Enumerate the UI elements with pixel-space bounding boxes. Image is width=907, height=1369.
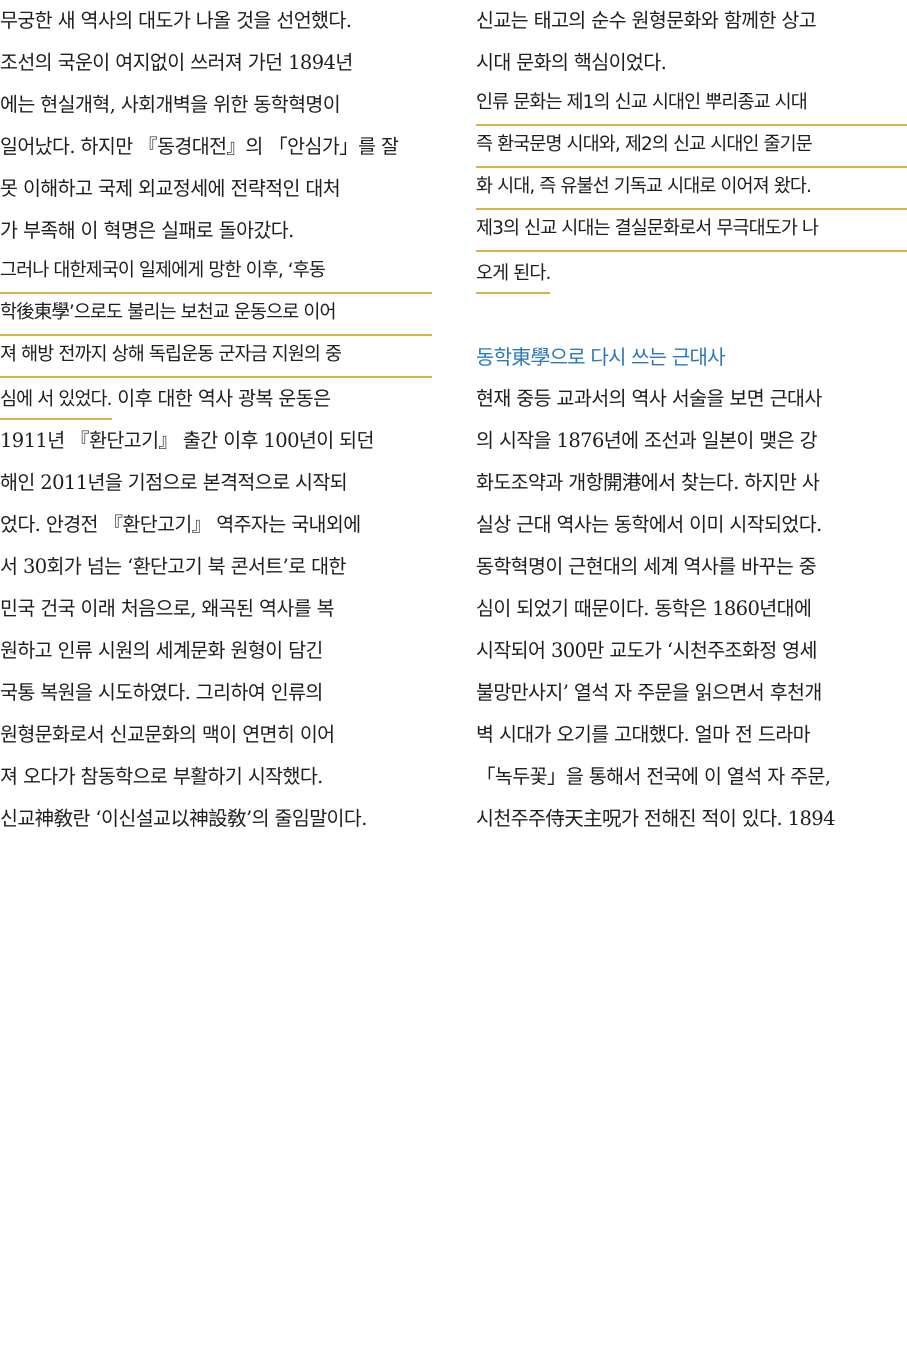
body-text-line: 화도조약과 개항開港에서 찾는다. 하지만 사 <box>476 471 820 494</box>
section-spacer <box>476 294 907 336</box>
body-text-line: 가 부족해 이 혁명은 실패로 돌아갔다. <box>0 219 294 242</box>
body-text-line: 었다. 안경전 『환단고기』 역주자는 국내외에 <box>0 513 361 536</box>
highlighted-text-line: 제3의 신교 시대는 결실문화로서 무극대도가 나 <box>476 210 907 252</box>
highlighted-text-line: 져 해방 전까지 상해 독립운동 군자금 지원의 중 <box>0 336 432 378</box>
highlighted-text-line: 즉 환국문명 시대와, 제2의 신교 시대인 줄기문 <box>476 126 907 168</box>
body-text-line: 무궁한 새 역사의 대도가 나올 것을 선언했다. <box>0 9 352 32</box>
body-text-line: 원형문화로서 신교문화의 맥이 연면히 이어 <box>0 723 335 746</box>
body-text-line: 져 오다가 참동학으로 부활하기 시작했다. <box>0 765 323 788</box>
body-text-line: 신교神敎란 ‘이신설교以神設敎’의 줄임말이다. <box>0 807 367 830</box>
highlighted-text-line: 화 시대, 즉 유불선 기독교 시대로 이어져 왔다. <box>476 168 907 210</box>
body-text-line: 의 시작을 1876년에 조선과 일본이 맺은 강 <box>476 429 818 452</box>
body-text-line: 심이 되었기 때문이다. 동학은 1860년대에 <box>476 597 812 620</box>
body-text-line: 1911년 『환단고기』 출간 이후 100년이 되던 <box>0 429 374 452</box>
highlighted-text-segment: 심에 서 있었다. <box>0 382 113 420</box>
body-text-line: 「녹두꽃」을 통해서 전국에 이 열석 자 주문, <box>476 765 831 788</box>
body-text-line: 못 이해하고 국제 외교정세에 전략적인 대처 <box>0 177 341 200</box>
body-text-line: 에는 현실개혁, 사회개벽을 위한 동학혁명이 <box>0 93 341 116</box>
body-text-segment: 이후 대한 역사 광복 운동은 <box>111 387 331 410</box>
body-text-line: 실상 근대 역사는 동학에서 이미 시작되었다. <box>476 513 822 536</box>
body-text-line: 조선의 국운이 여지없이 쓰러져 가던 1894년 <box>0 51 353 74</box>
body-text-line: 시대 문화의 핵심이었다. <box>476 51 667 74</box>
body-text-line: 일어났다. 하지만 『동경대전』의 「안심가」를 잘 <box>0 135 399 158</box>
body-text-line: 국통 복원을 시도하였다. 그리하여 인류의 <box>0 681 323 704</box>
highlighted-text-segment: 오게 된다. <box>476 256 551 294</box>
body-text-line: 불망만사지’ 열석 자 주문을 읽으면서 후천개 <box>476 681 822 704</box>
section-heading: 동학東學으로 다시 쓰는 근대사 <box>476 345 725 369</box>
body-text-line: 원하고 인류 시원의 세계문화 원형이 담긴 <box>0 639 323 662</box>
highlighted-text-line: 인류 문화는 제1의 신교 시대인 뿌리종교 시대 <box>476 84 907 126</box>
body-text-line: 해인 2011년을 기점으로 본격적으로 시작되 <box>0 471 348 494</box>
body-text-line: 동학혁명이 근현대의 세계 역사를 바꾸는 중 <box>476 555 817 578</box>
body-text-line: 시천주주侍天主呪가 전해진 적이 있다. 1894 <box>476 807 836 830</box>
body-text-line: 벽 시대가 오기를 고대했다. 얼마 전 드라마 <box>476 723 811 746</box>
body-text-line-mixed: 심에 서 있었다. 이후 대한 역사 광복 운동은 <box>0 378 432 420</box>
body-text-line: 서 30회가 넘는 ‘환단고기 북 콘서트’로 대한 <box>0 555 346 578</box>
highlighted-text-line: 학後東學’으로도 불리는 보천교 운동으로 이어 <box>0 294 432 336</box>
body-text-line: 현재 중등 교과서의 역사 서술을 보면 근대사 <box>476 387 822 410</box>
body-text-line: 민국 건국 이래 처음으로, 왜곡된 역사를 복 <box>0 597 335 620</box>
body-text-line: 시작되어 300만 교도가 ‘시천주조화정 영세 <box>476 639 817 662</box>
body-text-line-mixed: 오게 된다. <box>476 252 907 294</box>
right-column: 신교는 태고의 순수 원형문화와 함께한 상고 시대 문화의 핵심이었다. 인류… <box>476 0 907 840</box>
body-text-line: 신교는 태고의 순수 원형문화와 함께한 상고 <box>476 9 817 32</box>
left-column: 무궁한 새 역사의 대도가 나올 것을 선언했다. 조선의 국운이 여지없이 쓰… <box>0 0 432 840</box>
highlighted-text-line: 그러나 대한제국이 일제에게 망한 이후, ‘후동 <box>0 252 432 294</box>
